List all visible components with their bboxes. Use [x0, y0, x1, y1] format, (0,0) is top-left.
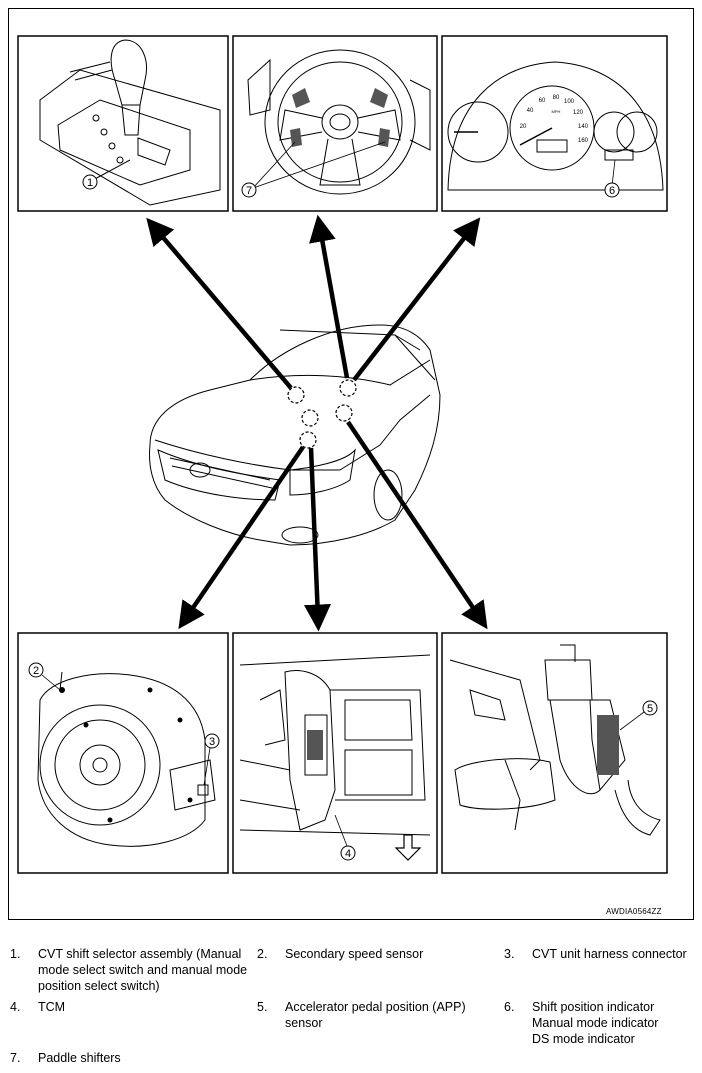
gauge-tick-120: 120 — [573, 110, 584, 116]
legend-text: Shift position indicator Manual mode ind… — [532, 1000, 659, 1046]
callout-5: 5 — [647, 703, 653, 715]
callout-6: 6 — [609, 185, 615, 197]
legend-item-1: 1. CVT shift selector assembly (Manual m… — [10, 946, 255, 998]
legend-text: Paddle shifters — [38, 1051, 121, 1065]
callout-1: 1 — [87, 177, 93, 189]
legend-text: Accelerator pedal position (APP) sensor — [285, 1000, 466, 1030]
location-markers — [287, 379, 357, 449]
gauge-tick-40: 40 — [527, 108, 534, 114]
gauge-tick-100: 100 — [564, 99, 575, 105]
vehicle-illustration — [149, 324, 441, 546]
legend-num: 7. — [10, 1051, 21, 1065]
panel-steering-wheel: 7 — [232, 35, 438, 212]
gauge-unit: MPH — [552, 109, 561, 114]
callout-4: 4 — [345, 848, 351, 860]
legend-num: 6. — [504, 1000, 515, 1014]
legend-num: 5. — [257, 1000, 268, 1014]
legend-text: CVT shift selector assembly (Manual mode… — [38, 947, 248, 993]
gauge-tick-160: 160 — [578, 138, 589, 144]
legend-num: 3. — [504, 947, 515, 961]
legend-text: TCM — [38, 1000, 66, 1014]
callout-3: 3 — [209, 736, 215, 748]
legend-num: 1. — [10, 947, 21, 961]
panel-combination-meter: 20 40 60 80 100 120 140 160 MPH 6 — [441, 35, 668, 212]
diagram-frame — [8, 8, 694, 920]
legend-text: Secondary speed sensor — [285, 947, 424, 961]
legend-num: 2. — [257, 947, 268, 961]
legend-text: CVT unit harness connector — [532, 947, 687, 961]
pointer-arrows — [146, 214, 488, 632]
panel-cvt-unit: 2 3 — [17, 632, 229, 874]
callout-7: 7 — [246, 185, 252, 197]
gauge-tick-80: 80 — [553, 95, 560, 101]
gauge-tick-60: 60 — [539, 98, 546, 104]
legend-num: 4. — [10, 1000, 21, 1014]
callout-2: 2 — [33, 665, 39, 677]
gauge-tick-140: 140 — [578, 124, 589, 130]
panel-tcm: 4 — [232, 632, 438, 874]
component-location-diagram: 1 7 — [17, 35, 668, 874]
figure-code: AWDIA0564ZZ — [606, 907, 662, 916]
gauge-tick-20: 20 — [520, 124, 527, 130]
panel-accelerator-pedal: 5 — [441, 632, 668, 874]
panel-shift-selector: 1 — [17, 35, 229, 212]
